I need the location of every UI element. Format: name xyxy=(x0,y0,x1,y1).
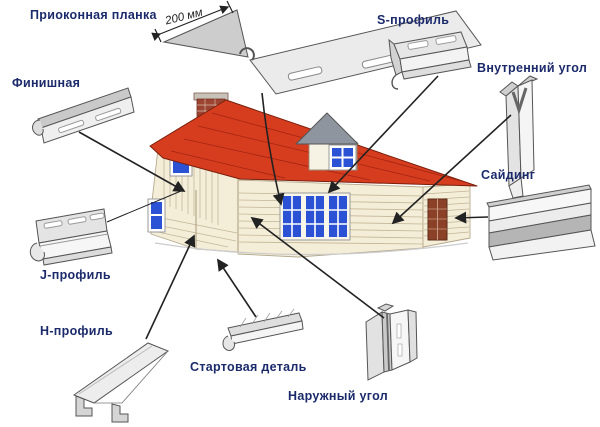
arrow-finish xyxy=(78,131,186,192)
label-s-profile: S-профиль xyxy=(377,13,450,27)
dimension-arrow xyxy=(151,0,234,43)
label-start-strip: Стартовая деталь xyxy=(190,360,307,374)
finish-profile-drawing xyxy=(32,87,135,144)
house-illustration xyxy=(147,92,478,258)
s-profile-drawing xyxy=(388,31,472,90)
arrow-inner-corner xyxy=(391,114,512,225)
pointer-arrows xyxy=(78,75,512,340)
arrow-siding xyxy=(454,211,489,224)
h-profile-drawing xyxy=(72,342,170,423)
start-strip-drawing xyxy=(222,308,304,351)
arrow-window-trim xyxy=(261,92,285,206)
label-siding: Сайдинг xyxy=(481,168,536,182)
arrow-j-profile xyxy=(106,190,182,223)
j-profile-drawing xyxy=(29,208,113,266)
dormer xyxy=(295,112,359,171)
arrow-start-strip xyxy=(217,258,257,318)
outer-corner-drawing xyxy=(365,303,418,381)
label-h-profile: Н-профиль xyxy=(40,324,113,338)
gable-window-lower xyxy=(147,198,166,233)
label-inner-corner: Внутренний угол xyxy=(477,61,588,75)
siding-panel-drawing xyxy=(486,184,596,261)
dormer-window xyxy=(328,144,357,171)
label-finish: Финишная xyxy=(12,76,81,90)
entry-door xyxy=(427,198,448,241)
inner-corner-drawing xyxy=(499,75,539,199)
arrow-h-profile xyxy=(145,234,196,340)
ground-line xyxy=(154,242,469,256)
right-wing-wall xyxy=(422,183,471,248)
arrow-outer-corner xyxy=(250,216,385,319)
arrow-s-profile xyxy=(327,75,439,194)
label-outer-corner: Наружный угол xyxy=(288,389,388,403)
front-window xyxy=(279,192,351,241)
label-j-profile: J-профиль xyxy=(40,268,111,282)
label-window-trim: Приоконная планка xyxy=(30,8,157,22)
